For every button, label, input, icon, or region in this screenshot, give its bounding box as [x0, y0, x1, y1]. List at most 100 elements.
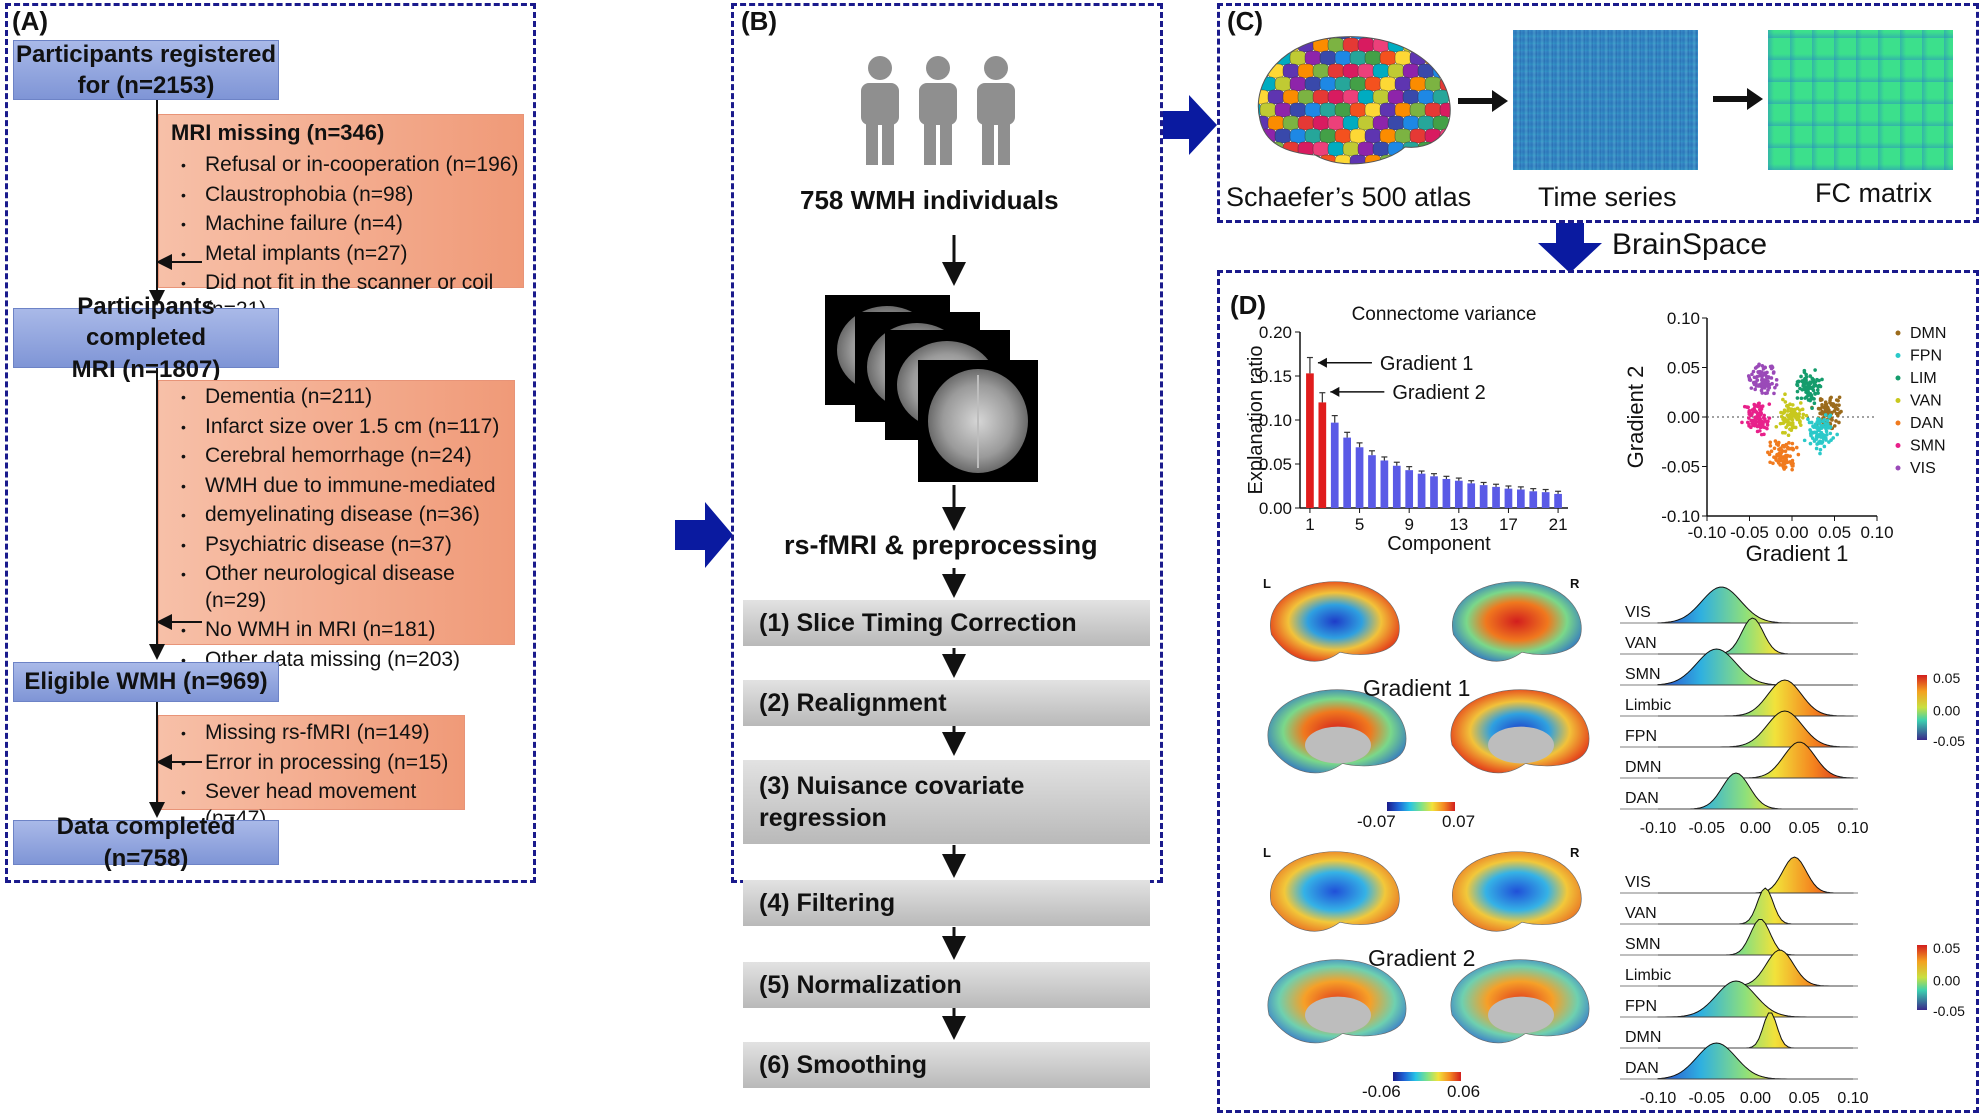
- panel-c: [1217, 3, 1979, 223]
- step-filtering: (4) Filtering: [743, 880, 1150, 926]
- bar: [1479, 485, 1488, 508]
- atlas-parcel: [1258, 36, 1262, 40]
- scatter-point: [1790, 421, 1795, 426]
- bar: [1306, 373, 1314, 508]
- panel-d-label: (D): [1230, 290, 1267, 320]
- list-item: Cerebral hemorrhage (n=24): [181, 443, 514, 470]
- atlas-parcel: [1364, 128, 1382, 144]
- scatter-point: [1837, 420, 1841, 425]
- colorbar-g2: [1393, 1072, 1461, 1081]
- atlas-parcel: [1274, 154, 1292, 164]
- step-label-cont: regression: [759, 804, 887, 832]
- scatter-point: [1767, 402, 1772, 406]
- scatter-point: [1759, 370, 1764, 374]
- brain-g1-lateral-left: [1270, 581, 1400, 662]
- x-axis-label: Gradient 1: [1746, 541, 1849, 566]
- scatter-point: [1774, 424, 1779, 429]
- scatter-point: [1751, 369, 1756, 374]
- scatter-point: [1774, 383, 1779, 387]
- list-item: Infarct size over 1.5 cm (n=117): [181, 414, 514, 441]
- ridge-label: VIS: [1625, 874, 1651, 891]
- list-item: Machine failure (n=4): [181, 211, 523, 238]
- ridge-x-tick-label: 0.00: [1740, 820, 1771, 837]
- atlas-parcel: [1282, 89, 1300, 105]
- atlas-label: Schaefer’s 500 atlas: [1226, 182, 1472, 212]
- atlas-parcel: [1282, 37, 1300, 53]
- scatter-point: [1789, 446, 1794, 451]
- scatter-point: [1823, 413, 1828, 417]
- scatter-point: [1792, 414, 1797, 418]
- atlas-parcel: [1357, 63, 1375, 79]
- ridge-density: [1658, 1012, 1853, 1049]
- atlas-parcel: [1258, 128, 1262, 144]
- atlas-parcel: [1349, 102, 1367, 118]
- atlas-parcel: [1258, 37, 1270, 53]
- bar: [1380, 460, 1389, 508]
- y-tick-label: 0.10: [1667, 309, 1700, 328]
- data-completed-text: Data completed (n=758): [56, 813, 236, 872]
- scatter-point: [1747, 377, 1752, 382]
- rsfmri-exclusion-box: Missing rs-fMRI (n=149) Error in process…: [158, 715, 465, 830]
- atlas-parcel: [1327, 89, 1345, 105]
- scatter-point: [1821, 436, 1826, 441]
- scatter-point: [1795, 383, 1800, 388]
- scatter-point: [1828, 398, 1832, 403]
- brain-atlas-image: [1257, 36, 1451, 175]
- atlas-parcel: [1394, 154, 1412, 164]
- y-axis-label: Explanation ratio: [1245, 346, 1267, 495]
- scatter-point: [1824, 429, 1829, 434]
- atlas-parcel: [1432, 89, 1450, 105]
- scatter-point: [1831, 436, 1836, 440]
- scatter-point: [1802, 438, 1807, 443]
- scatter-point: [1806, 389, 1810, 393]
- time-series-label: Time series: [1538, 182, 1677, 212]
- ridge-colorbar-label: -0.05: [1933, 733, 1965, 749]
- x-tick-label: 0.00: [1775, 523, 1808, 542]
- scatter-point: [1749, 386, 1754, 390]
- y-tick-label: 0.00: [1667, 408, 1700, 427]
- hemi-left-label-2: L: [1263, 845, 1271, 860]
- annotation-arrowhead: [1330, 386, 1340, 397]
- atlas-parcel: [1289, 128, 1307, 144]
- bar: [1504, 488, 1513, 508]
- atlas-parcel: [1327, 37, 1345, 53]
- scatter-point: [1760, 377, 1764, 381]
- atlas-parcel: [1417, 141, 1435, 157]
- brain-g1-lateral-right: [1452, 581, 1582, 662]
- scatter-point: [1754, 423, 1758, 427]
- scatter-point: [1809, 394, 1814, 399]
- annotation-arrowhead: [1317, 357, 1327, 368]
- step-slice-timing: (1) Slice Timing Correction: [743, 600, 1150, 646]
- ridge-label: DAN: [1625, 1060, 1659, 1077]
- atlas-parcel: [1259, 50, 1277, 66]
- step-smoothing: (6) Smoothing: [743, 1042, 1150, 1088]
- atlas-parcel: [1312, 63, 1330, 79]
- scatter-point: [1828, 431, 1833, 436]
- scatter-point: [1781, 397, 1785, 402]
- scatter-point: [1793, 407, 1797, 412]
- atlas-parcel: [1304, 36, 1322, 40]
- gradient1-map-label: Gradient 1: [1363, 675, 1471, 701]
- y-tick-label: 0.15: [1259, 367, 1292, 386]
- scatter-point: [1774, 378, 1779, 382]
- completed-line2: MRI (n=1807): [71, 355, 221, 383]
- atlas-parcel: [1304, 128, 1322, 144]
- legend-marker: [1895, 465, 1901, 471]
- legend-label: VIS: [1910, 460, 1936, 477]
- scatter-point: [1799, 396, 1804, 401]
- x-tick-label: -0.10: [1688, 523, 1727, 542]
- atlas-parcel: [1297, 63, 1315, 79]
- atlas-parcel: [1364, 76, 1382, 92]
- scatter-point: [1816, 417, 1820, 421]
- ridge-colorbar: [1917, 675, 1927, 740]
- atlas-parcel: [1298, 168, 1314, 175]
- atlas-parcel: [1364, 102, 1382, 118]
- atlas-parcel: [1289, 36, 1307, 40]
- atlas-parcel: [1334, 128, 1352, 144]
- scatter-point: [1817, 440, 1821, 444]
- legend-marker: [1895, 353, 1901, 358]
- scatter-point: [1812, 438, 1817, 442]
- scatter-point: [1800, 379, 1804, 383]
- atlas-parcel: [1267, 89, 1285, 105]
- scatter-point: [1810, 379, 1815, 384]
